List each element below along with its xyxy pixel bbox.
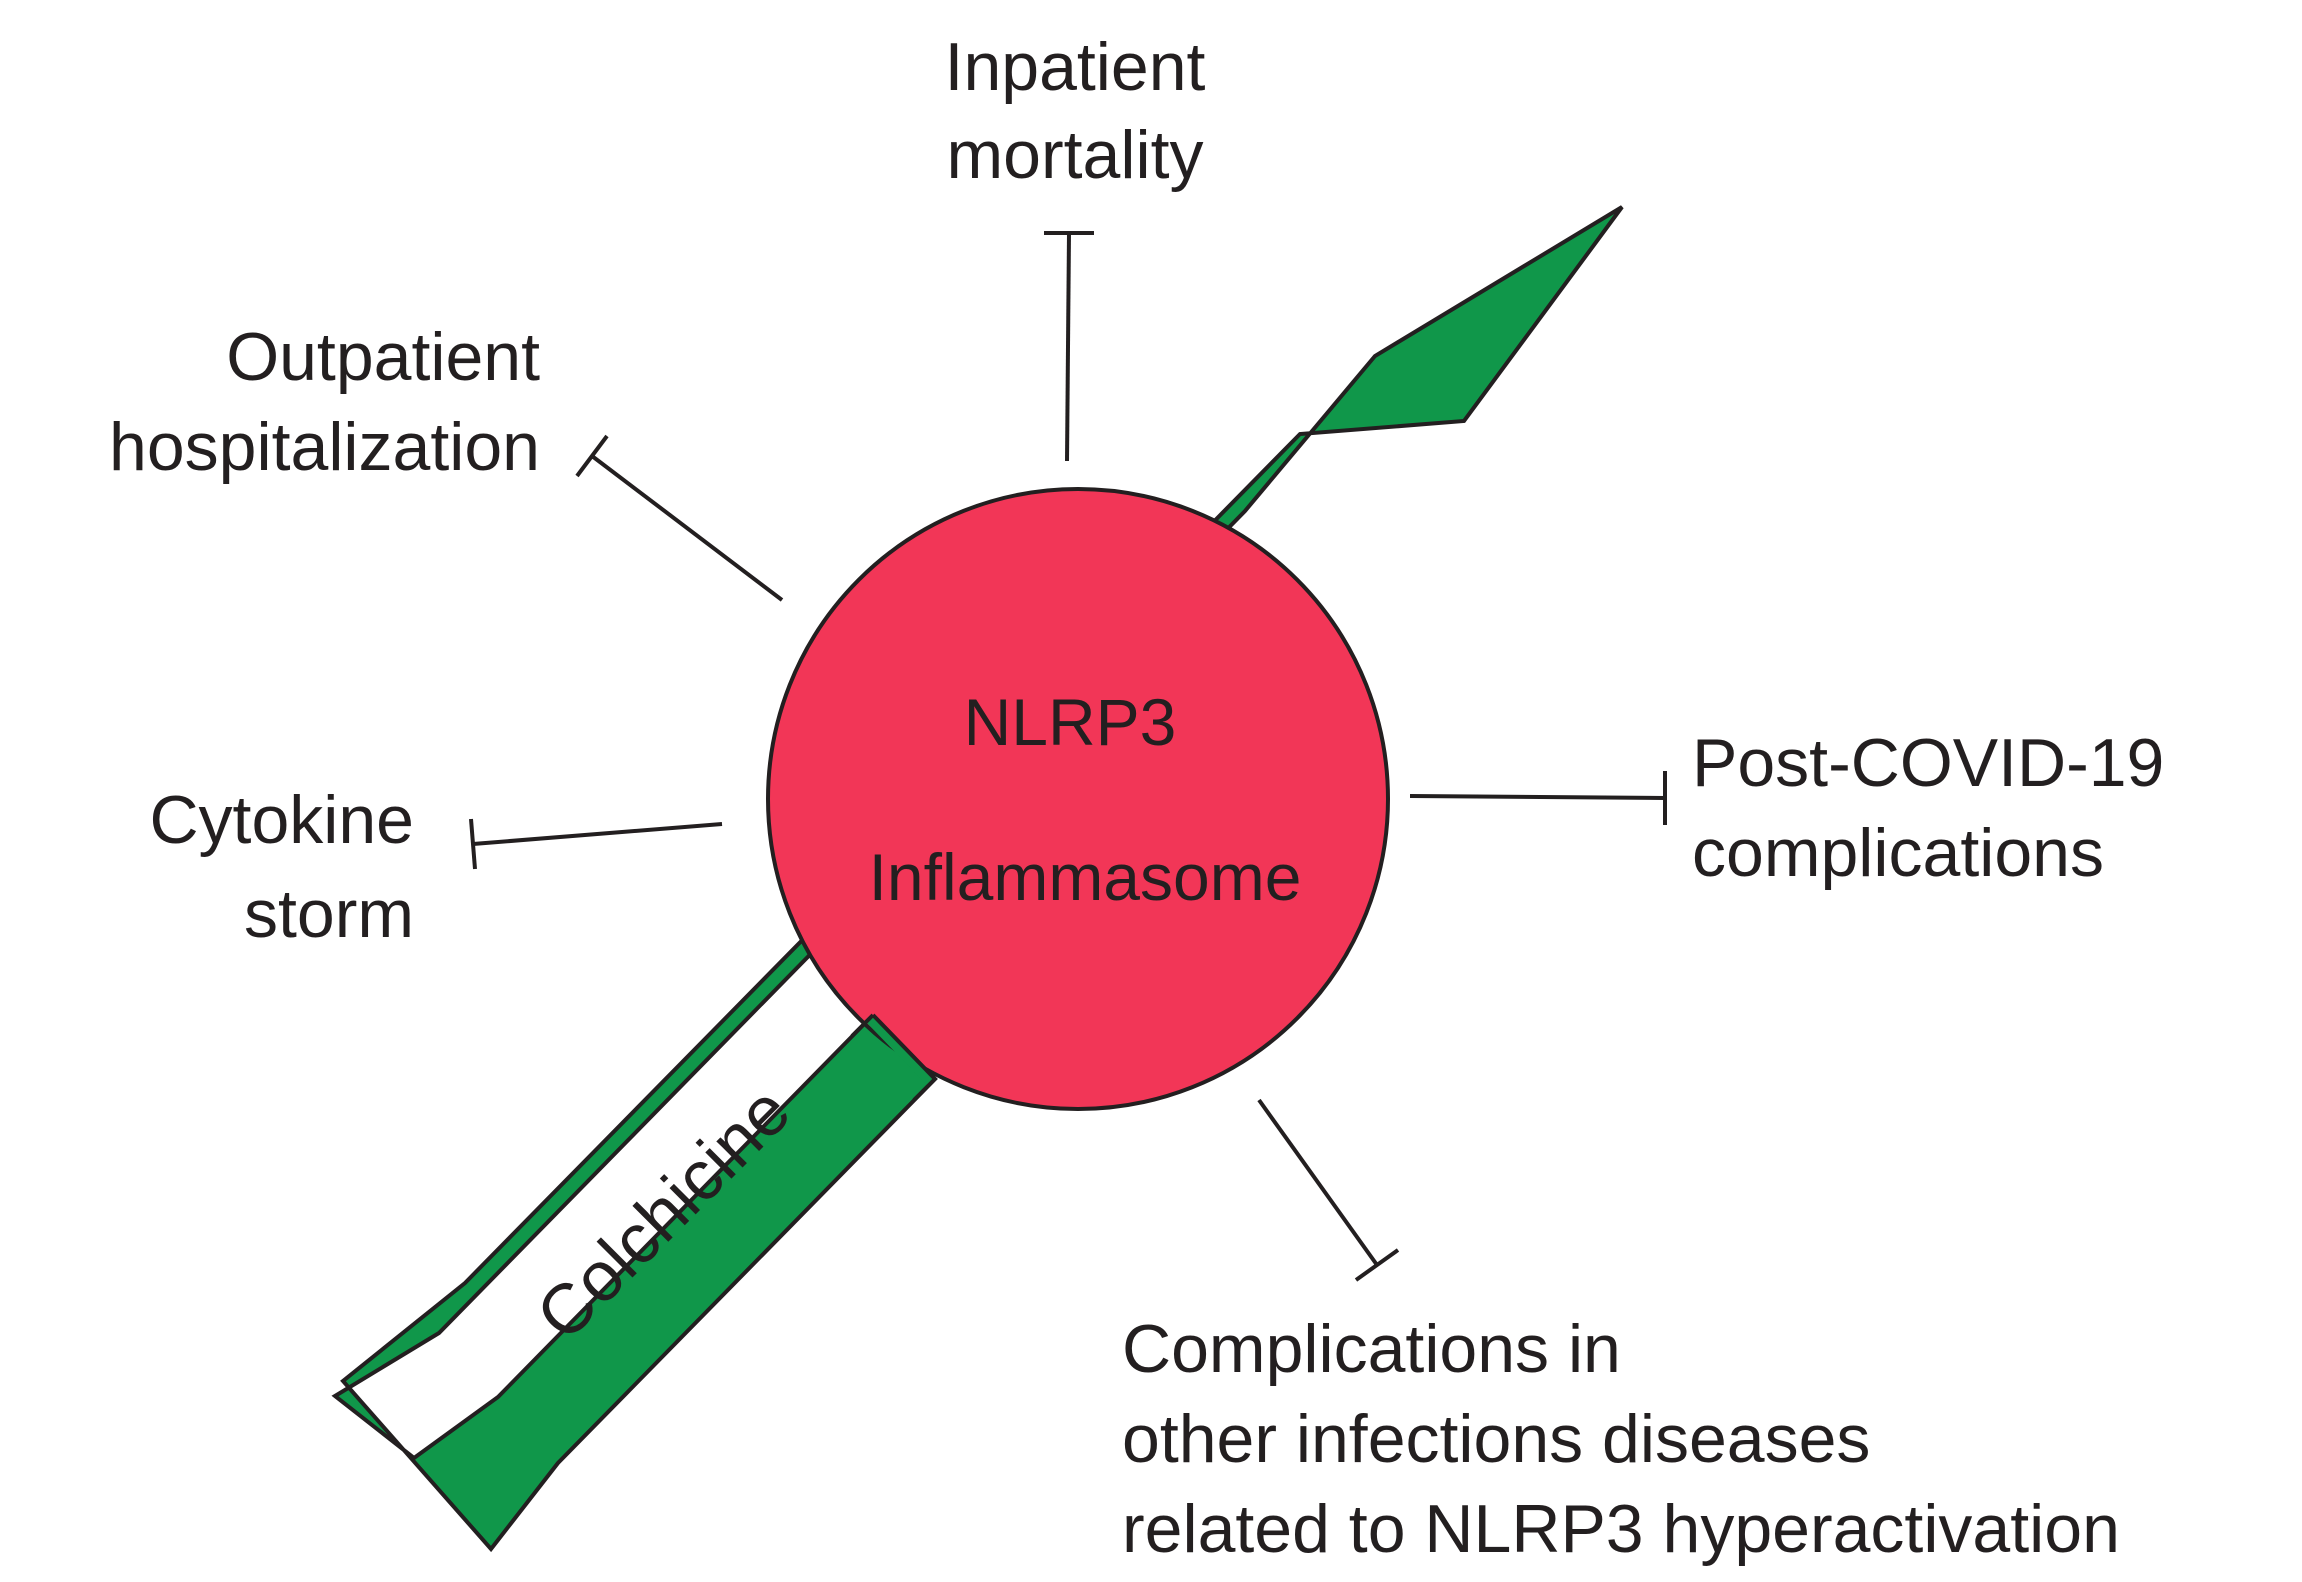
label-inpatient: Inpatient (945, 29, 1206, 105)
label-post-covid: Post-COVID-19 (1692, 725, 2164, 801)
inhibit-cytokine-storm (469, 818, 723, 870)
inhibit-post-covid (1409, 771, 1667, 825)
label-cytokine: Cytokine (149, 782, 414, 858)
inhibit-inpatient-mortality (1044, 231, 1094, 462)
nlrp3-inflammasome-circle (766, 487, 1390, 1111)
colchicine-shaft-overlay (866, 1015, 935, 1086)
colchicine-shaft-edge (850, 1013, 938, 1102)
inhibit-outpatient-hospitalization (575, 434, 784, 602)
label-other-line1: Complications in (1122, 1311, 1621, 1387)
center-label-nlrp3: NLRP3 (964, 685, 1177, 759)
label-hospitalization: hospitalization (109, 409, 540, 485)
label-complications: complications (1692, 815, 2104, 891)
label-outpatient: Outpatient (226, 319, 540, 395)
label-other-line2: other infections diseases (1122, 1401, 1870, 1477)
label-storm: storm (244, 876, 414, 952)
center-label-inflammasome: Inflammasome (869, 840, 1302, 914)
inhibit-other-infections (1257, 1098, 1400, 1282)
label-other-line3: related to NLRP3 hyperactivation (1122, 1491, 2120, 1567)
label-mortality: mortality (947, 117, 1204, 193)
